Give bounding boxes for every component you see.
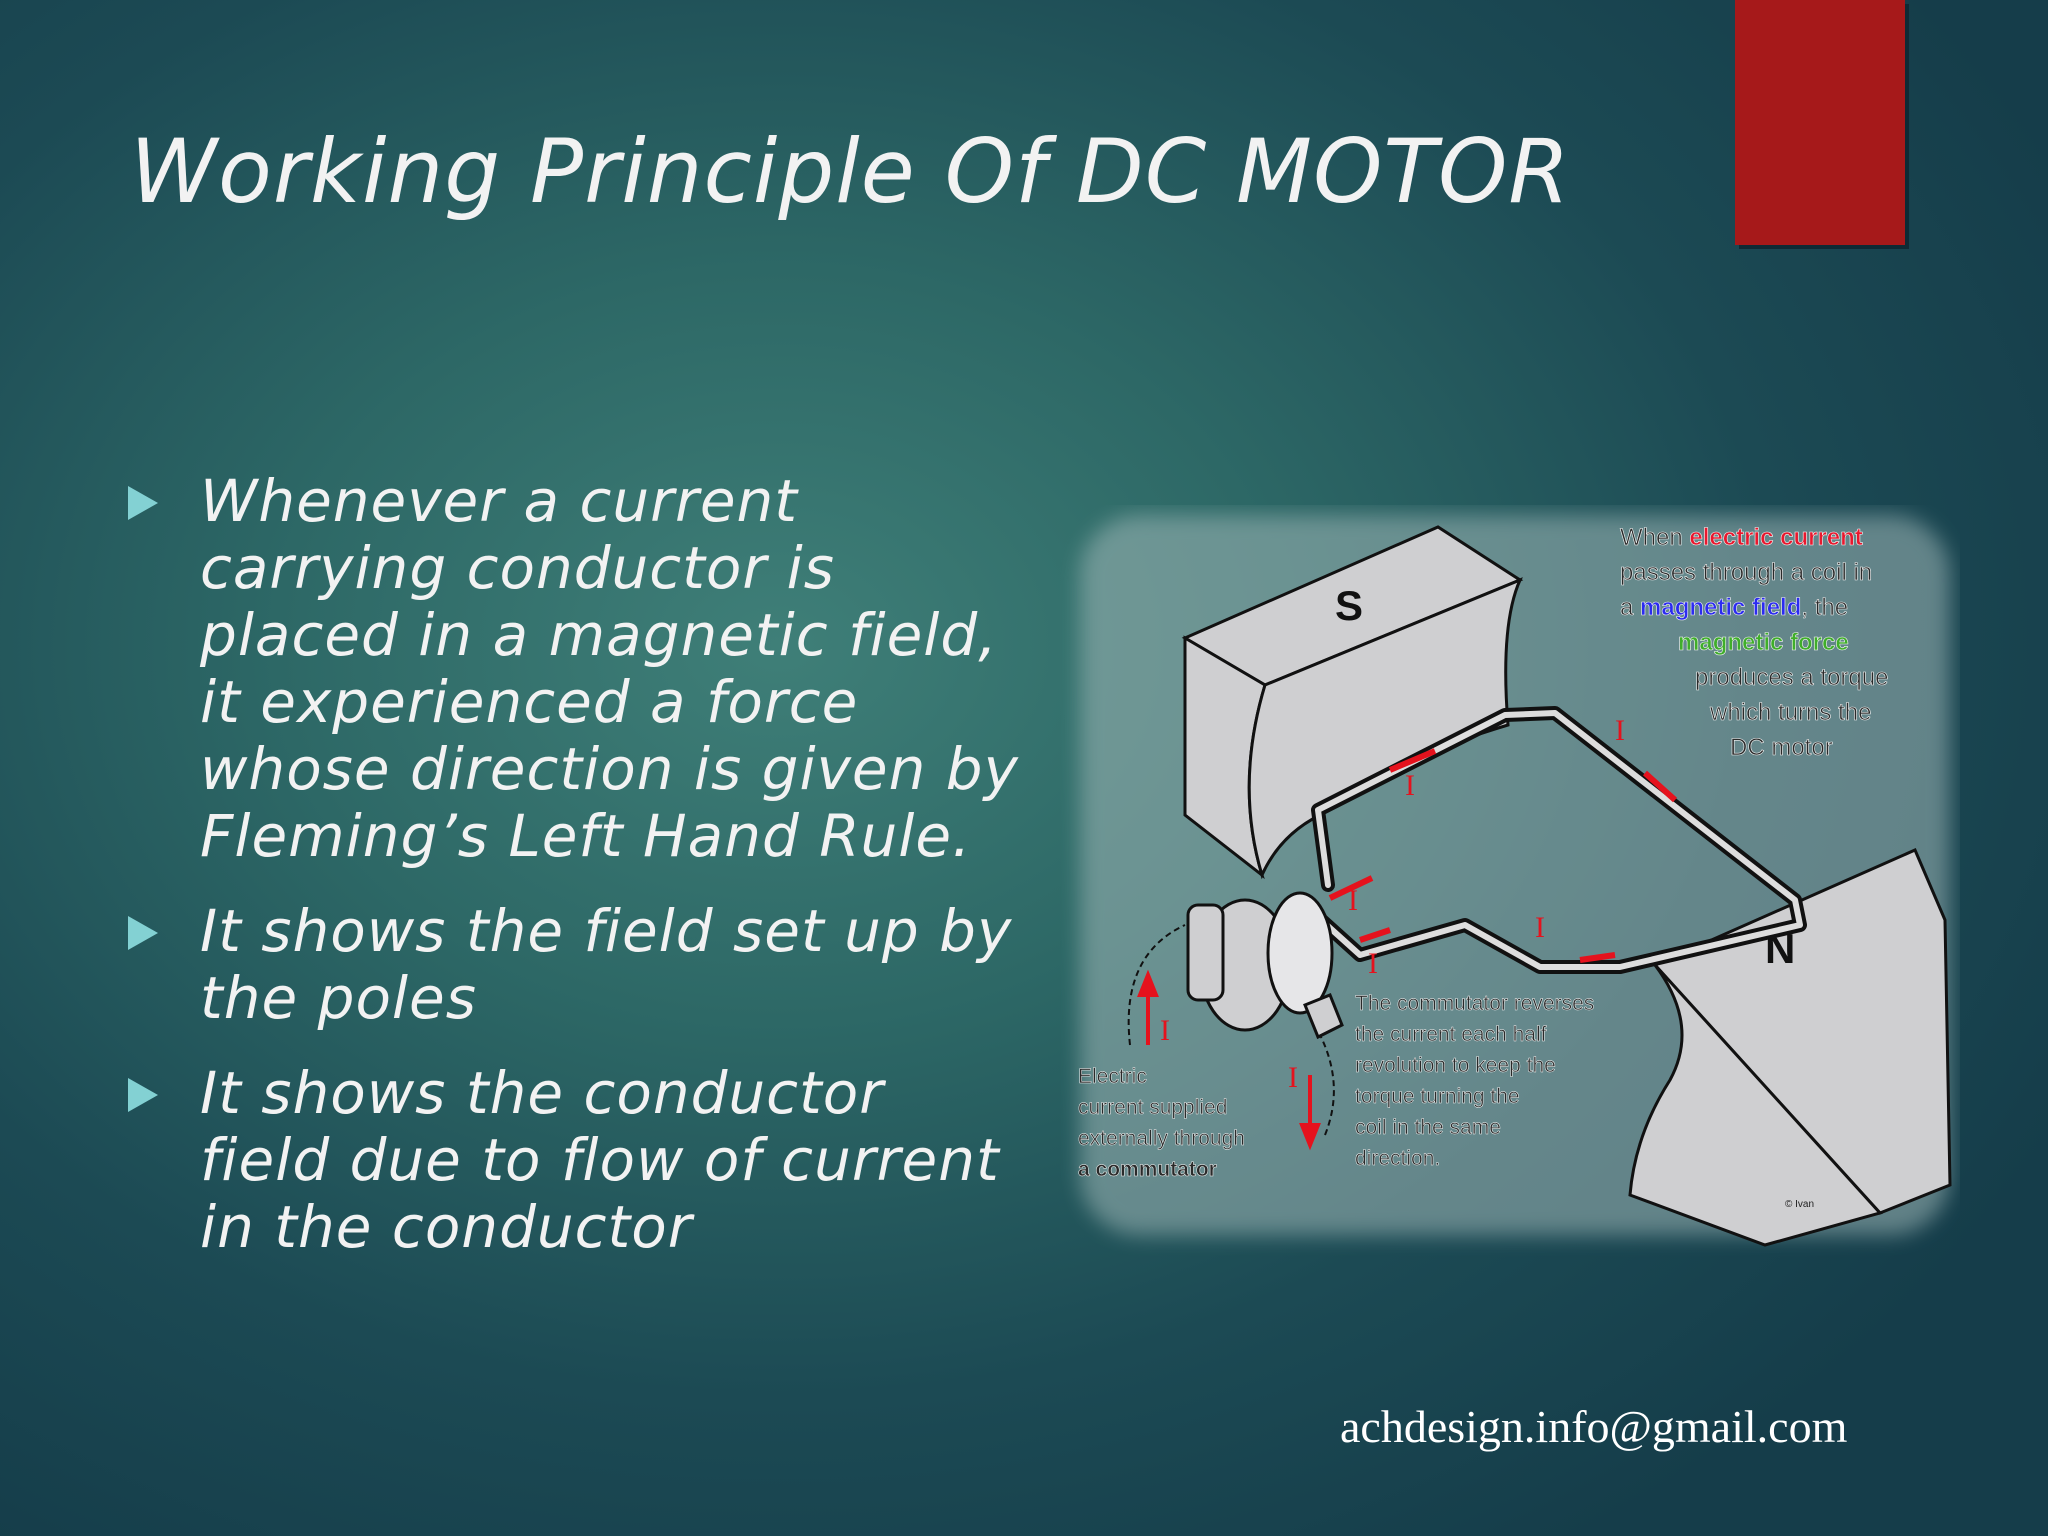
current-labels: I I I I I I I bbox=[1160, 714, 1625, 1094]
caption-line: externally through bbox=[1078, 1127, 1245, 1150]
current-arrow bbox=[1642, 770, 1678, 803]
supply-arrowhead-up bbox=[1137, 969, 1159, 997]
south-magnet bbox=[1181, 525, 1524, 880]
caption-magnetic-field: magnetic field bbox=[1640, 594, 1801, 621]
current-label: I bbox=[1405, 769, 1415, 802]
footer-email: achdesign.info@gmail.com bbox=[1340, 1401, 1848, 1452]
current-label: I bbox=[1615, 714, 1625, 747]
bullet-text: It shows the conductor field due to flow… bbox=[200, 1059, 1000, 1261]
slide-title: Working Principle Of DC MOTOR bbox=[130, 120, 1571, 223]
caption-top-text: , the bbox=[1801, 594, 1848, 621]
current-arrow bbox=[1359, 927, 1391, 943]
coil-inner bbox=[1307, 710, 1803, 970]
caption-top-text: a bbox=[1620, 594, 1640, 621]
caption-top-text: When bbox=[1620, 524, 1689, 551]
triangle-right-icon bbox=[128, 486, 158, 520]
caption-line: direction. bbox=[1355, 1147, 1440, 1170]
svg-text:When electric current: When electric current bbox=[1620, 524, 1863, 551]
current-label: I bbox=[1368, 947, 1378, 980]
supply-wires bbox=[1127, 924, 1335, 1136]
current-arrow bbox=[1328, 875, 1374, 901]
caption-line: revolution to keep the bbox=[1355, 1054, 1556, 1077]
diagram-credit: © Ivan bbox=[1785, 1199, 1814, 1210]
current-label: I bbox=[1160, 1014, 1170, 1047]
current-label: I bbox=[1348, 884, 1358, 917]
caption-line: Electric bbox=[1078, 1065, 1147, 1088]
bullet-list: Whenever a current carrying conductor is… bbox=[128, 468, 1028, 1289]
caption-top-text: passes through a coil in bbox=[1620, 559, 1872, 586]
caption-commutator: The commutator reverses the current each… bbox=[1355, 992, 1595, 1171]
caption-supply: Electric current supplied externally thr… bbox=[1078, 1065, 1245, 1182]
pole-south-label: S bbox=[1335, 582, 1363, 629]
current-arrow bbox=[1579, 952, 1616, 963]
svg-text:a magnetic field, the: a magnetic field, the bbox=[1620, 594, 1848, 621]
caption-line: the current each half bbox=[1355, 1023, 1547, 1046]
caption-magnetic-force: magnetic force bbox=[1678, 629, 1849, 656]
triangle-right-icon bbox=[128, 1078, 158, 1112]
caption-top: When electric current passes through a c… bbox=[1620, 524, 1889, 762]
current-label: I bbox=[1535, 911, 1545, 944]
caption-line: current supplied bbox=[1078, 1096, 1227, 1119]
bullet-item: It shows the field set up by the poles bbox=[128, 898, 1028, 1032]
dc-motor-diagram: S N I I I I I I I bbox=[1078, 515, 1952, 1247]
caption-top-text: produces a torque bbox=[1695, 664, 1888, 691]
bullet-item: It shows the conductor field due to flow… bbox=[128, 1060, 1028, 1261]
caption-top-text: which turns the bbox=[1709, 699, 1871, 726]
caption-line: coil in the same bbox=[1355, 1116, 1501, 1139]
caption-electric-current: electric current bbox=[1689, 524, 1862, 551]
bullet-text: Whenever a current carrying conductor is… bbox=[200, 467, 1019, 870]
caption-line-bold: a commutator bbox=[1078, 1158, 1217, 1181]
caption-top-text: DC motor bbox=[1730, 734, 1833, 761]
caption-line: The commutator reverses bbox=[1355, 992, 1594, 1015]
current-arrow bbox=[1388, 748, 1437, 773]
current-label: I bbox=[1288, 1061, 1298, 1094]
triangle-right-icon bbox=[128, 916, 158, 950]
supply-arrowhead-down bbox=[1299, 1123, 1321, 1151]
caption-line: torque turning the bbox=[1355, 1085, 1520, 1108]
bullet-text: It shows the field set up by the poles bbox=[200, 897, 1013, 1032]
supply-arrows bbox=[1137, 969, 1321, 1151]
current-arrows bbox=[1328, 748, 1678, 963]
commutator bbox=[1186, 891, 1344, 1040]
bullet-item: Whenever a current carrying conductor is… bbox=[128, 468, 1028, 870]
accent-bar bbox=[1735, 0, 1905, 245]
